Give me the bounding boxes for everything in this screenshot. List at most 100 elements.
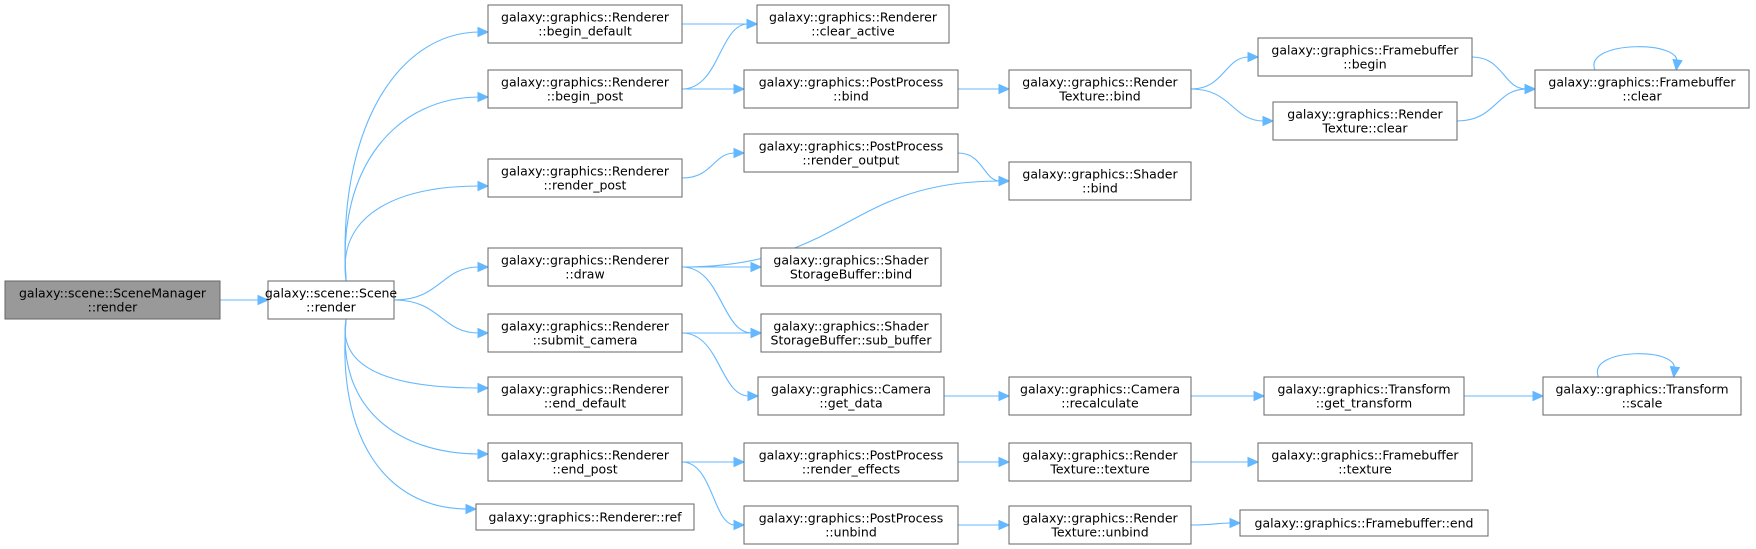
node-postprocess-unbind[interactable]: galaxy::graphics::PostProcess::unbind (743, 505, 959, 545)
node-framebuffer-begin[interactable]: galaxy::graphics::Framebuffer::begin (1257, 37, 1473, 77)
node-box (743, 133, 959, 173)
node-label: galaxy::graphics::Shader (773, 319, 929, 334)
node-transform-scale[interactable]: galaxy::graphics::Transform::scale (1542, 376, 1742, 416)
edge-arrowhead (1669, 365, 1681, 379)
edge-line (1190, 56, 1250, 90)
node-scenemanager-render[interactable]: galaxy::scene::SceneManager::render (4, 280, 221, 320)
node-box (1272, 101, 1458, 141)
node-box (743, 69, 959, 109)
node-label: galaxy::graphics::Framebuffer (1271, 448, 1459, 463)
node-transform-get-transform[interactable]: galaxy::graphics::Transform::get_transfo… (1263, 376, 1465, 416)
edge-line (393, 266, 480, 301)
node-label: galaxy::graphics::PostProcess (759, 511, 943, 526)
edge-renderer-end-post-to-postprocess-unbind (681, 461, 746, 531)
node-box (760, 247, 942, 287)
edge-rendertexture-bind-to-framebuffer-begin (1190, 51, 1260, 90)
node-label: galaxy::graphics::Transform (1555, 382, 1728, 397)
edge-line (344, 318, 481, 455)
node-postprocess-bind[interactable]: galaxy::graphics::PostProcess::bind (743, 69, 959, 109)
node-label: ::submit_camera (533, 333, 638, 348)
edge-scene-render-to-renderer-end-post (344, 318, 490, 460)
node-scene-render[interactable]: galaxy::scene::Scene::render (265, 280, 398, 320)
node-label: galaxy::graphics::Renderer::ref (488, 510, 682, 525)
node-renderer-begin-default[interactable]: galaxy::graphics::Renderer::begin_defaul… (487, 4, 683, 44)
edge-renderer-draw-to-ssb-bind (681, 261, 763, 273)
node-label: ::texture (1338, 462, 1392, 477)
edge-line (393, 299, 480, 334)
edge-arrowhead (477, 448, 490, 460)
edge-arrowhead (1532, 390, 1545, 402)
node-label: galaxy::graphics::Framebuffer (1548, 75, 1736, 90)
edge-arrowhead (1247, 51, 1260, 63)
edge-scene-render-to-renderer-render-post (344, 180, 490, 282)
edge-renderer-submit-camera-to-camera-get-data (681, 332, 760, 402)
node-label: ::render_effects (802, 462, 900, 477)
edge-camera-recalculate-to-transform-get-transform (1190, 390, 1266, 402)
node-label: ::unbind (825, 525, 877, 540)
edge-arrowhead (1524, 83, 1537, 95)
node-label: galaxy::graphics::PostProcess (759, 75, 943, 90)
edge-line (681, 266, 753, 334)
node-postprocess-render-output[interactable]: galaxy::graphics::PostProcess::render_ou… (743, 133, 959, 173)
node-label: ::end_post (552, 462, 617, 477)
node-renderer-submit-camera[interactable]: galaxy::graphics::Renderer::submit_camer… (487, 313, 683, 353)
node-label: ::render (306, 300, 357, 315)
node-box (4, 280, 221, 320)
node-ssb-sub-buffer[interactable]: galaxy::graphics::ShaderStorageBuffer::s… (760, 313, 942, 353)
node-framebuffer-clear[interactable]: galaxy::graphics::Framebuffer::clear (1534, 69, 1750, 109)
edge-scene-render-to-renderer-begin-default (344, 26, 490, 282)
edge-rendertexture-texture-to-framebuffer-texture (1191, 456, 1260, 468)
edge-arrowhead (477, 180, 490, 192)
node-label: Texture::bind (1058, 89, 1140, 104)
edge-arrowhead (998, 519, 1011, 531)
edge-postprocess-render-effects-to-rendertexture-texture (958, 456, 1011, 468)
node-camera-get-data[interactable]: galaxy::graphics::Camera::get_data (757, 376, 945, 416)
edge-arrowhead (1229, 517, 1242, 529)
node-box (487, 247, 683, 287)
node-box (1008, 376, 1192, 416)
edge-arrowhead (998, 456, 1011, 468)
node-label: ::bind (1082, 181, 1118, 196)
node-framebuffer-texture[interactable]: galaxy::graphics::Framebuffer::texture (1257, 442, 1473, 482)
edge-scene-render-to-renderer-ref (344, 318, 478, 515)
node-renderer-draw[interactable]: galaxy::graphics::Renderer::draw (487, 247, 683, 287)
node-renderer-ref[interactable]: galaxy::graphics::Renderer::ref (475, 503, 695, 531)
node-camera-recalculate[interactable]: galaxy::graphics::Camera::recalculate (1008, 376, 1192, 416)
node-shader-bind[interactable]: galaxy::graphics::Shader::bind (1008, 161, 1192, 201)
node-ssb-bind[interactable]: galaxy::graphics::ShaderStorageBuffer::b… (760, 247, 942, 287)
node-postprocess-render-effects[interactable]: galaxy::graphics::PostProcess::render_ef… (743, 442, 959, 482)
nodes-layer: galaxy::scene::SceneManager::rendergalax… (4, 4, 1750, 545)
edge-renderer-submit-camera-to-ssb-sub-buffer (681, 327, 763, 339)
edge-line (1596, 353, 1675, 378)
node-box (487, 69, 683, 109)
edge-arrowhead (477, 382, 490, 394)
node-label: StorageBuffer::bind (790, 267, 912, 282)
node-label: galaxy::graphics::Shader (1022, 167, 1178, 182)
edge-transform-get-transform-to-transform-scale (1463, 390, 1545, 402)
node-renderer-begin-post[interactable]: galaxy::graphics::Renderer::begin_post (487, 69, 683, 109)
edge-arrowhead (750, 327, 763, 339)
node-renderer-clear-active[interactable]: galaxy::graphics::Renderer::clear_active (756, 4, 950, 44)
node-label: ::render_post (544, 178, 627, 193)
edge-scene-render-to-renderer-draw (393, 261, 490, 301)
edge-camera-get-data-to-camera-recalculate (943, 390, 1011, 402)
node-label: galaxy::graphics::PostProcess (759, 139, 943, 154)
edge-renderer-end-post-to-postprocess-render-effects (682, 456, 746, 468)
edge-line (1456, 88, 1527, 122)
edge-arrowhead (733, 147, 746, 159)
node-label: ::end_default (544, 396, 626, 411)
node-framebuffer-end[interactable]: galaxy::graphics::Framebuffer::end (1239, 509, 1489, 537)
edge-line (681, 23, 749, 90)
node-renderer-end-default[interactable]: galaxy::graphics::Renderer::end_default (487, 376, 683, 416)
node-renderer-render-post[interactable]: galaxy::graphics::Renderer::render_post (487, 158, 683, 198)
node-label: ::render (88, 300, 139, 315)
node-renderer-end-post[interactable]: galaxy::graphics::Renderer::end_post (487, 442, 683, 482)
node-label: galaxy::graphics::Shader (773, 253, 929, 268)
node-label: ::begin_default (538, 24, 632, 39)
edge-arrowhead (1672, 58, 1683, 72)
